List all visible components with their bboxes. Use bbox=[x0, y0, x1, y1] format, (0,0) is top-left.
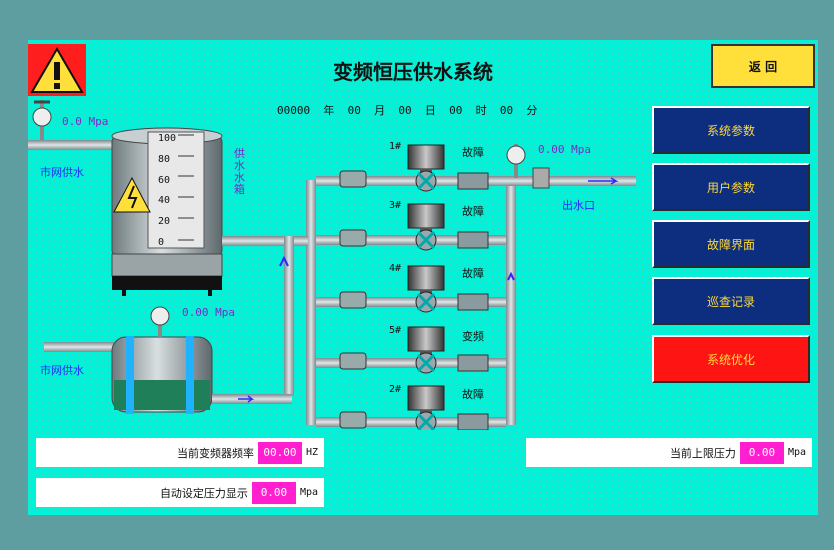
freq-readout: 当前变频器频率 00.00 HZ bbox=[36, 438, 324, 467]
datetime-display: 00000 年 00 月 00 日 00 时 00 分 bbox=[277, 104, 538, 117]
inlet-top-label: 市网供水 bbox=[40, 166, 84, 179]
water-tank bbox=[111, 127, 223, 296]
fault-screen-button[interactable]: 故障界面 bbox=[652, 220, 810, 268]
motor-icon bbox=[407, 203, 445, 229]
hmi-screen: 变频恒压供水系统 00000 年 00 月 00 日 00 时 00 分 返 回… bbox=[28, 40, 818, 515]
pressure-gauge-icon bbox=[32, 100, 52, 140]
inlet-bottom-label: 市网供水 bbox=[40, 364, 84, 377]
valve-icon bbox=[339, 291, 367, 309]
back-button[interactable]: 返 回 bbox=[711, 44, 815, 88]
freq-value: 00.00 bbox=[257, 441, 302, 464]
pump-1-status: 故障 bbox=[462, 146, 484, 159]
upper-pressure-readout: 当前上限压力 0.00 Mpa bbox=[526, 438, 812, 467]
valve-icon bbox=[339, 229, 367, 247]
outlet-label: 出水口 bbox=[562, 199, 595, 212]
tank-label: 供水水箱 bbox=[234, 147, 245, 196]
motor-icon bbox=[407, 265, 445, 291]
set-pressure-readout: 自动设定压力显示 0.00 Mpa bbox=[36, 478, 324, 507]
pump-5-id: 5# bbox=[389, 325, 402, 336]
pump-4-unit[interactable] bbox=[316, 265, 506, 313]
pump-3-id: 3# bbox=[389, 200, 402, 211]
pump-1-id: 1# bbox=[389, 141, 402, 152]
pump-4-status: 故障 bbox=[462, 267, 484, 280]
pump-3-status: 故障 bbox=[462, 205, 484, 218]
valve-icon bbox=[339, 352, 367, 370]
gauge-top-readout: 0.0 Mpa bbox=[62, 115, 109, 128]
pump-5-status: 变频 bbox=[462, 330, 484, 343]
pump-2-status: 故障 bbox=[462, 388, 484, 401]
upper-pressure-value: 0.00 bbox=[739, 441, 784, 464]
pump-2-unit[interactable] bbox=[316, 385, 506, 430]
user-params-button[interactable]: 用户参数 bbox=[652, 163, 810, 211]
valve-icon bbox=[339, 411, 367, 429]
pump-5-unit[interactable] bbox=[316, 326, 506, 374]
gauge-mid-readout: 0.00 Mpa bbox=[182, 306, 235, 319]
page-title: 变频恒压供水系统 bbox=[333, 60, 493, 84]
warning-icon bbox=[28, 44, 86, 96]
motor-icon bbox=[407, 385, 445, 411]
inspection-log-button[interactable]: 巡查记录 bbox=[652, 277, 810, 325]
pump-2-id: 2# bbox=[389, 384, 402, 395]
motor-icon bbox=[407, 326, 445, 352]
system-params-button[interactable]: 系统参数 bbox=[652, 106, 810, 154]
set-pressure-value: 0.00 bbox=[251, 481, 296, 504]
gauge-out-readout: 0.00 Mpa bbox=[538, 143, 591, 156]
pressure-tank bbox=[44, 306, 292, 414]
valve-icon bbox=[339, 170, 367, 188]
pump-4-id: 4# bbox=[389, 263, 402, 274]
pump-1-unit[interactable] bbox=[316, 144, 506, 192]
system-optimize-button[interactable]: 系统优化 bbox=[652, 335, 810, 383]
motor-icon bbox=[407, 144, 445, 170]
pump-3-unit[interactable] bbox=[316, 203, 506, 251]
piping-diagram bbox=[28, 100, 636, 430]
